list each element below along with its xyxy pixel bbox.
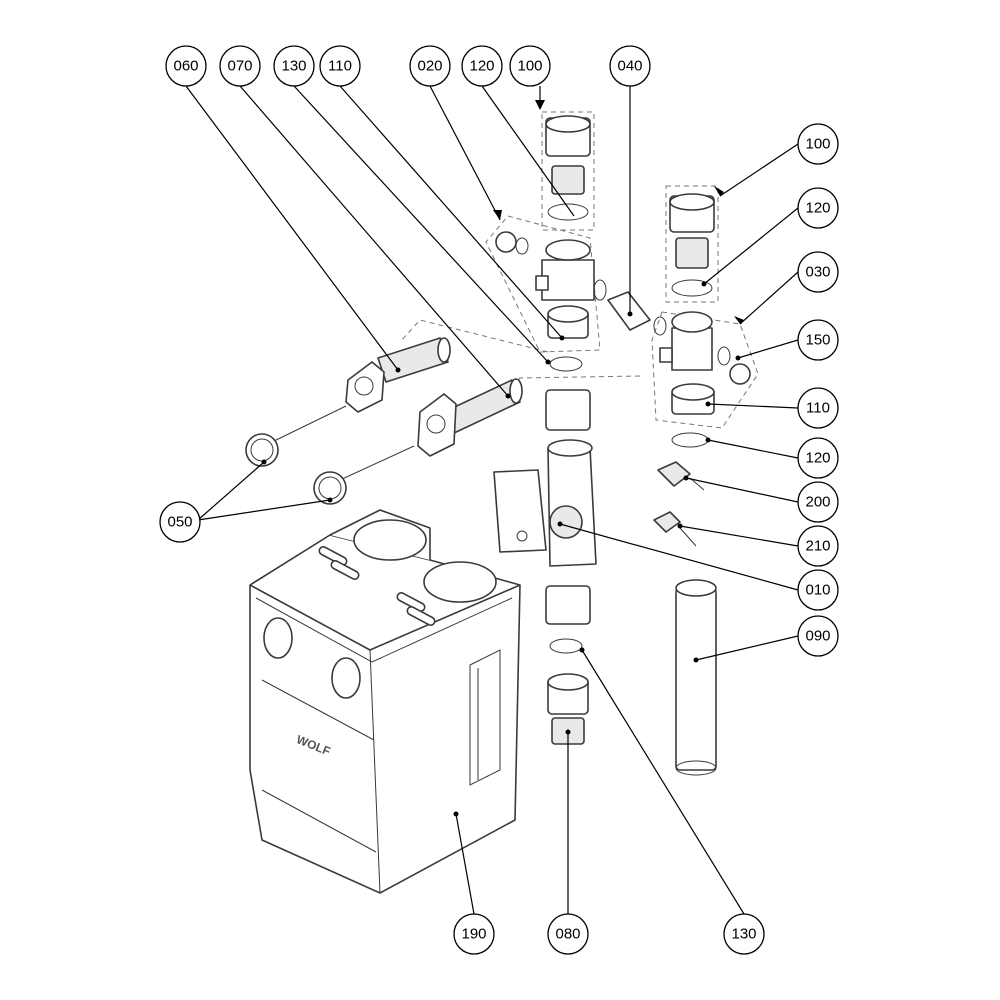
callout-190: 190	[453, 913, 495, 955]
callout-label: 030	[805, 264, 830, 281]
left-valve-stack	[495, 115, 607, 372]
thermometers	[245, 405, 415, 505]
callout-050: 050	[159, 501, 201, 543]
callout-label: 110	[328, 58, 352, 75]
callout-200: 200	[797, 481, 839, 523]
callout-090: 090	[797, 615, 839, 657]
callout-070: 070	[219, 45, 261, 87]
callout-100-top: 100	[509, 45, 551, 87]
callout-120-top: 120	[461, 45, 503, 87]
callout-label: 020	[417, 58, 442, 75]
callout-030: 030	[797, 251, 839, 293]
arrowheads	[493, 100, 744, 324]
callout-label: 110	[806, 400, 830, 417]
callout-010: 010	[797, 569, 839, 611]
callout-label: 120	[469, 58, 494, 75]
connector-pipe	[607, 291, 667, 336]
callout-label: 080	[555, 926, 580, 943]
callout-210: 210	[797, 525, 839, 567]
callout-label: 130	[281, 58, 306, 75]
callout-label: 150	[805, 332, 830, 349]
callout-150: 150	[797, 319, 839, 361]
callout-080: 080	[547, 913, 589, 955]
sensors	[653, 461, 705, 547]
callout-120-right: 120	[797, 187, 839, 229]
callout-label: 190	[461, 926, 486, 943]
callout-110-right: 110	[797, 387, 839, 429]
right-valve-stack	[659, 193, 751, 448]
callout-label: 040	[617, 58, 642, 75]
callout-label: 010	[805, 582, 830, 599]
callout-label: 100	[805, 136, 830, 153]
callout-130-bottom: 130	[723, 913, 765, 955]
callout-label: 120	[805, 450, 830, 467]
callout-label: 120	[805, 200, 830, 217]
callout-060: 060	[165, 45, 207, 87]
callout-label: 070	[227, 58, 252, 75]
callout-label: 210	[805, 538, 830, 555]
thermometer-sleeves	[345, 337, 523, 457]
callout-label: 130	[731, 926, 756, 943]
callout-020: 020	[409, 45, 451, 87]
callout-label: 050	[167, 514, 192, 531]
leader-dots	[261, 281, 741, 817]
circulation-pump	[493, 389, 597, 654]
bypass-pipe	[675, 579, 717, 776]
callout-label: 200	[805, 494, 830, 511]
leader-lines	[185, 85, 799, 915]
callout-label: 060	[173, 58, 198, 75]
insulation-shell: WOLF	[249, 509, 521, 894]
callout-120-lower: 120	[797, 437, 839, 479]
callout-label: 100	[517, 58, 542, 75]
callout-110-top: 110	[319, 45, 361, 87]
callout-130-top: 130	[273, 45, 315, 87]
callout-040: 040	[609, 45, 651, 87]
callout-100-right: 100	[797, 123, 839, 165]
callout-label: 090	[805, 628, 830, 645]
